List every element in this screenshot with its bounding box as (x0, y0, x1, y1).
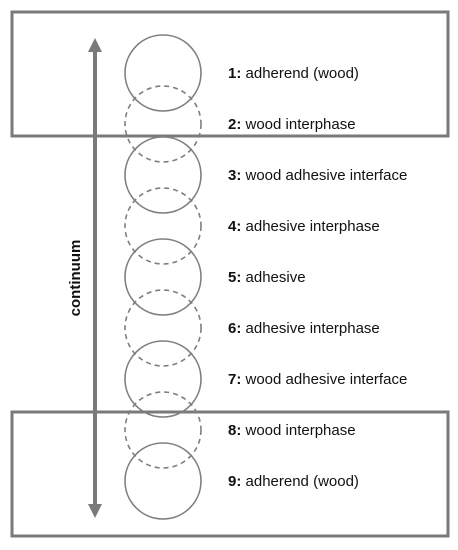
lower-wood-box (10, 410, 450, 538)
axis-label-continuum: continuum (67, 240, 84, 317)
circle-layer-9 (124, 442, 202, 520)
arrow-head-up (88, 38, 102, 52)
continuum-arrow (88, 38, 102, 518)
circle-layer-8 (124, 391, 202, 469)
circle-layer-2 (124, 85, 202, 163)
label-layer-6-number: 6: (228, 320, 241, 337)
label-layer-9-text: adherend (wood) (241, 473, 359, 490)
upper-wood-box (10, 10, 450, 138)
label-layer-3: 3: wood adhesive interface (228, 167, 407, 184)
label-layer-8: 8: wood interphase (228, 422, 356, 439)
label-layer-5: 5: adhesive (228, 269, 306, 286)
circle-layer-3 (124, 136, 202, 214)
label-layer-4-text: adhesive interphase (241, 218, 379, 235)
label-layer-7-text: wood adhesive interface (241, 371, 407, 388)
label-layer-2: 2: wood interphase (228, 116, 356, 133)
label-layer-5-number: 5: (228, 269, 241, 286)
circle-layer-5 (124, 238, 202, 316)
label-layer-8-text: wood interphase (241, 422, 355, 439)
label-layer-9-number: 9: (228, 473, 241, 490)
circle-layer-6 (124, 289, 202, 367)
circle-layer-4 (124, 187, 202, 265)
circle-layer-1 (124, 34, 202, 112)
layer-labels: 1: adherend (wood) 2: wood interphase 3: w… (228, 65, 407, 490)
label-layer-7-number: 7: (228, 371, 241, 388)
label-layer-6: 6: adhesive interphase (228, 320, 380, 337)
label-layer-1-text: adherend (wood) (241, 65, 359, 82)
label-layer-2-text: wood interphase (241, 116, 355, 133)
arrow-head-down (88, 504, 102, 518)
label-layer-3-text: wood adhesive interface (241, 167, 407, 184)
label-layer-4-number: 4: (228, 218, 241, 235)
label-layer-3-number: 3: (228, 167, 241, 184)
label-layer-8-number: 8: (228, 422, 241, 439)
label-layer-9: 9: adherend (wood) (228, 473, 359, 490)
label-layer-2-number: 2: (228, 116, 241, 133)
label-layer-4: 4: adhesive interphase (228, 218, 380, 235)
label-layer-1-number: 1: (228, 65, 241, 82)
circle-layer-7 (124, 340, 202, 418)
label-layer-1: 1: adherend (wood) (228, 65, 359, 82)
label-layer-6-text: adhesive interphase (241, 320, 379, 337)
chain-links (124, 34, 202, 520)
label-layer-7: 7: wood adhesive interface (228, 371, 407, 388)
label-layer-5-text: adhesive (241, 269, 305, 286)
